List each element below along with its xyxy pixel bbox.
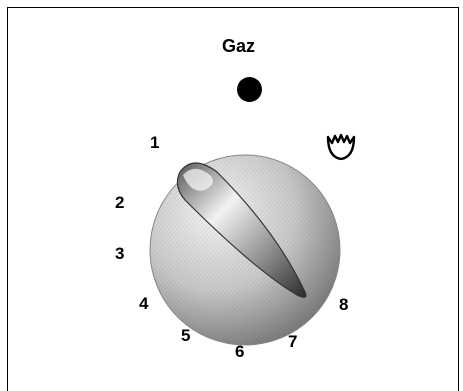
position-label-7: 7	[288, 332, 298, 351]
control-knob[interactable]	[145, 150, 345, 350]
position-label-3: 3	[115, 244, 125, 263]
position-label-1: 1	[150, 133, 160, 152]
knob-handle	[176, 162, 307, 298]
position-label-2: 2	[115, 193, 125, 212]
position-label-5: 5	[181, 326, 191, 345]
indicator-dot-icon	[237, 77, 262, 102]
position-label-8: 8	[339, 295, 349, 314]
position-label-6: 6	[235, 342, 245, 361]
position-label-4: 4	[139, 294, 149, 313]
burner-flame-icon	[326, 133, 356, 161]
panel-title: Gaz	[222, 36, 256, 56]
